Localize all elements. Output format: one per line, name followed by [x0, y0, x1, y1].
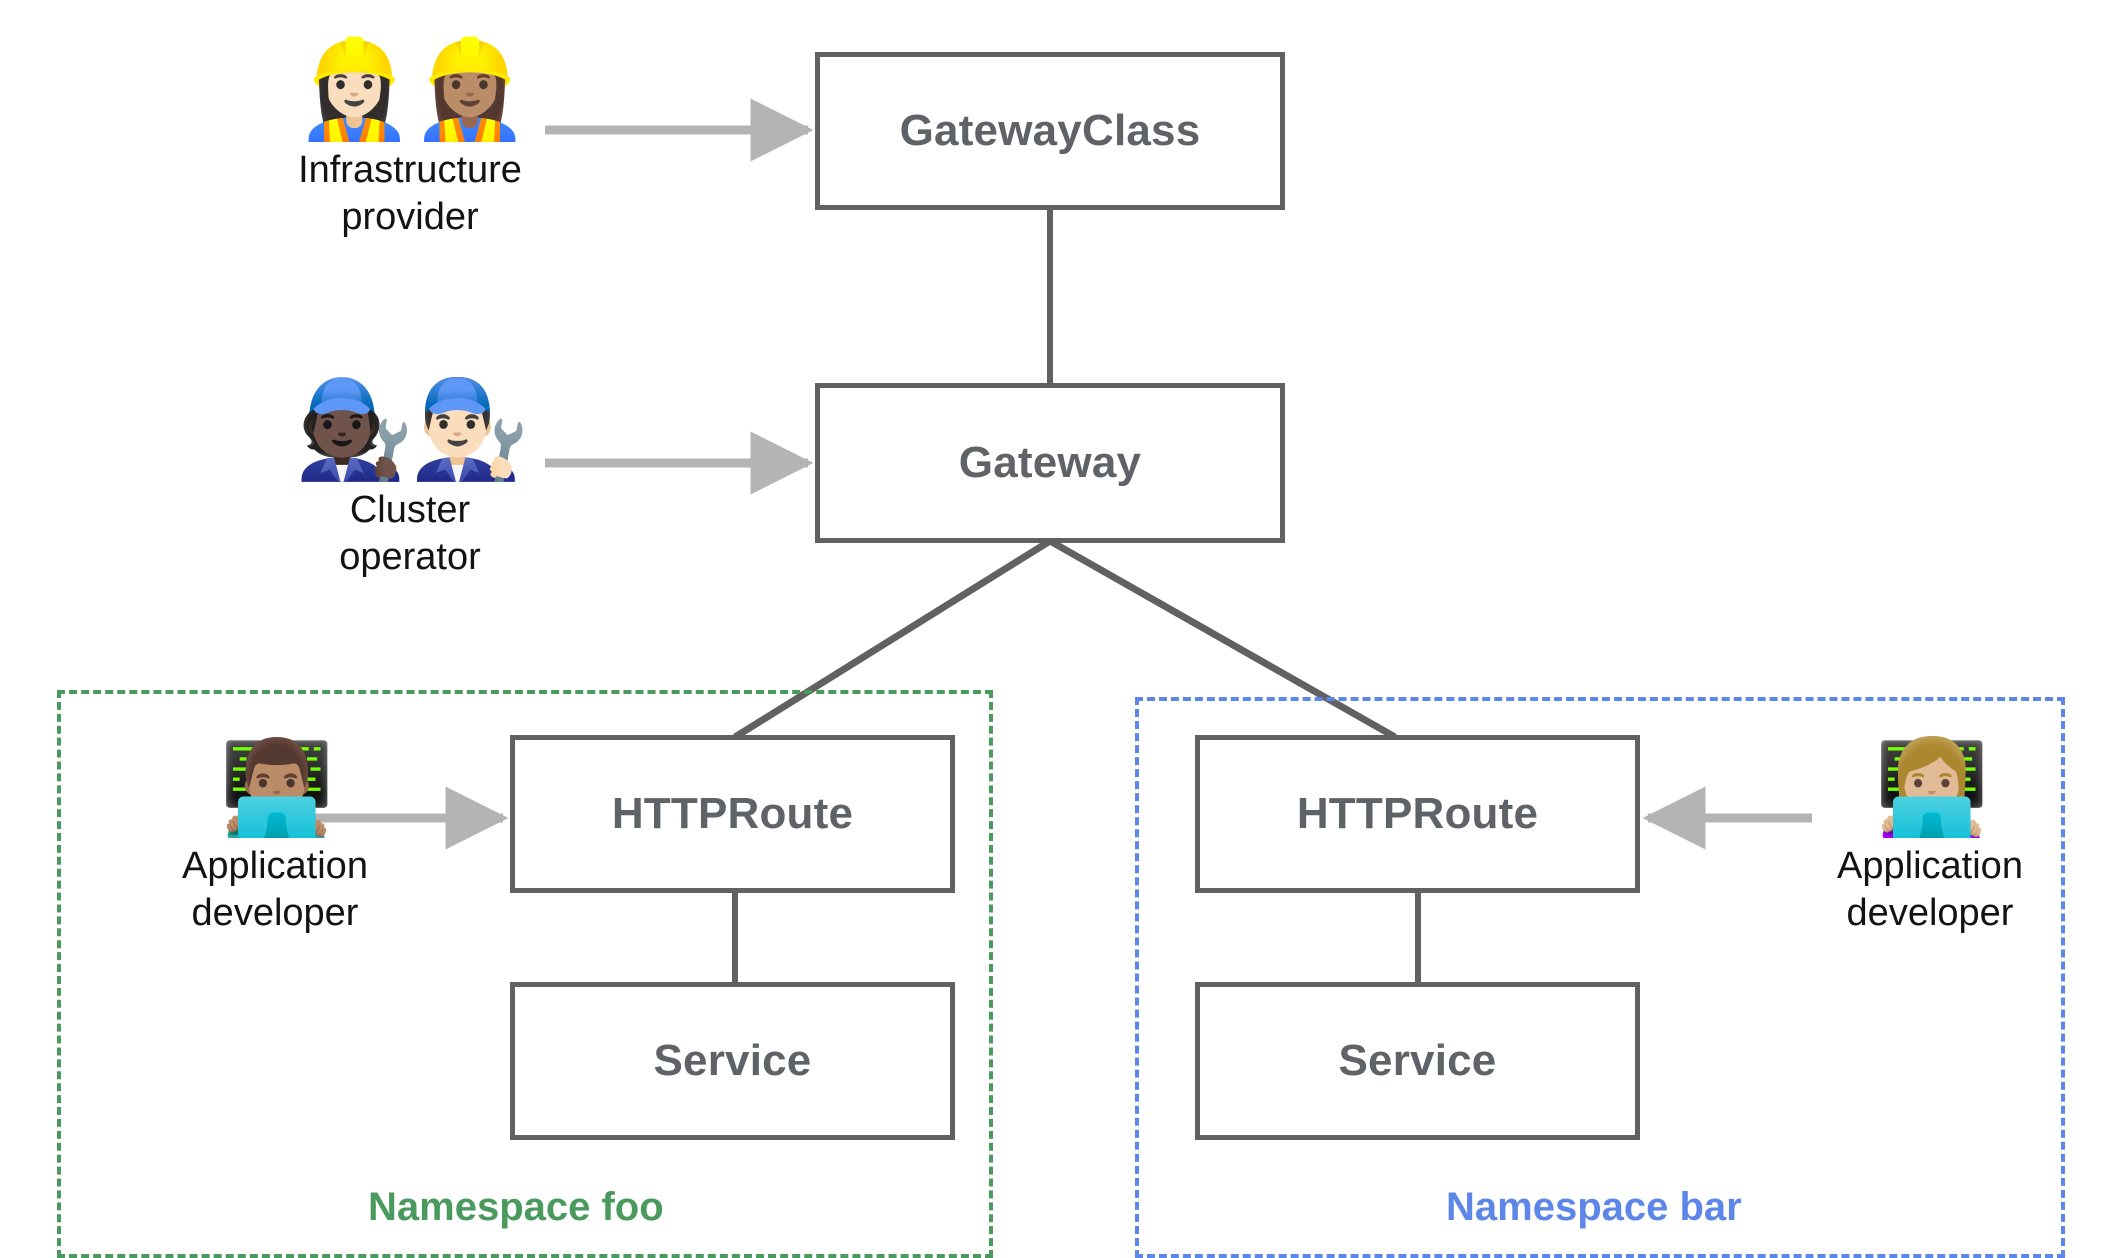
resource-box-httproute-foo[interactable]: HTTPRoute	[510, 735, 955, 893]
mechanic-icon: 🧑🏿‍🔧👨🏻‍🔧	[294, 376, 529, 483]
persona-cluster-operator: 🧑🏿‍🔧👨🏻‍🔧 Cluster operator	[200, 376, 620, 582]
resource-label-gateway: Gateway	[958, 438, 1142, 487]
namespace-label-foo: Namespace foo	[368, 1185, 664, 1229]
resource-box-httproute-bar[interactable]: HTTPRoute	[1195, 735, 1640, 893]
namespace-frame-foo	[57, 690, 993, 1258]
persona-label-application-developer-foo: Application developer	[182, 844, 368, 935]
namespace-label-bar: Namespace bar	[1446, 1185, 1742, 1229]
resource-box-gateway[interactable]: Gateway	[815, 383, 1285, 543]
resource-label-httproute-foo: HTTPRoute	[611, 789, 854, 838]
persona-label-infrastructure-provider: Infrastructure provider	[298, 148, 522, 239]
persona-label-application-developer-bar: Application developer	[1837, 844, 2023, 935]
namespace-frame-foo-bottom	[57, 1254, 993, 1258]
persona-application-developer-bar: 👩🏼‍💻 Application developer	[1720, 740, 2112, 938]
resource-label-gatewayclass: GatewayClass	[899, 106, 1201, 155]
resource-box-service-foo[interactable]: Service	[510, 982, 955, 1140]
persona-application-developer-foo: 👨🏽‍💻 Application developer	[65, 740, 485, 938]
namespace-frame-bar	[1135, 697, 2065, 1258]
persona-label-cluster-operator: Cluster operator	[339, 488, 481, 579]
resource-box-gatewayclass[interactable]: GatewayClass	[815, 52, 1285, 210]
resource-label-service-foo: Service	[653, 1036, 812, 1085]
namespace-frame-bar-bottom	[1135, 1254, 2065, 1258]
connector-gateway-httproute-foo	[733, 538, 1052, 740]
connector-gateway-httproute-bar	[1048, 537, 1397, 741]
resource-box-service-bar[interactable]: Service	[1195, 982, 1640, 1140]
persona-infrastructure-provider: 👷🏻‍♀️👷🏽‍♀️ Infrastructure provider	[200, 36, 620, 242]
woman-technologist-icon: 👩🏼‍💻	[1874, 737, 1990, 839]
resource-label-httproute-bar: HTTPRoute	[1296, 789, 1539, 838]
resource-label-service-bar: Service	[1338, 1036, 1497, 1085]
man-technologist-icon: 👨🏽‍💻	[219, 737, 335, 839]
construction-worker-icon: 👷🏻‍♀️👷🏽‍♀️	[294, 36, 529, 143]
